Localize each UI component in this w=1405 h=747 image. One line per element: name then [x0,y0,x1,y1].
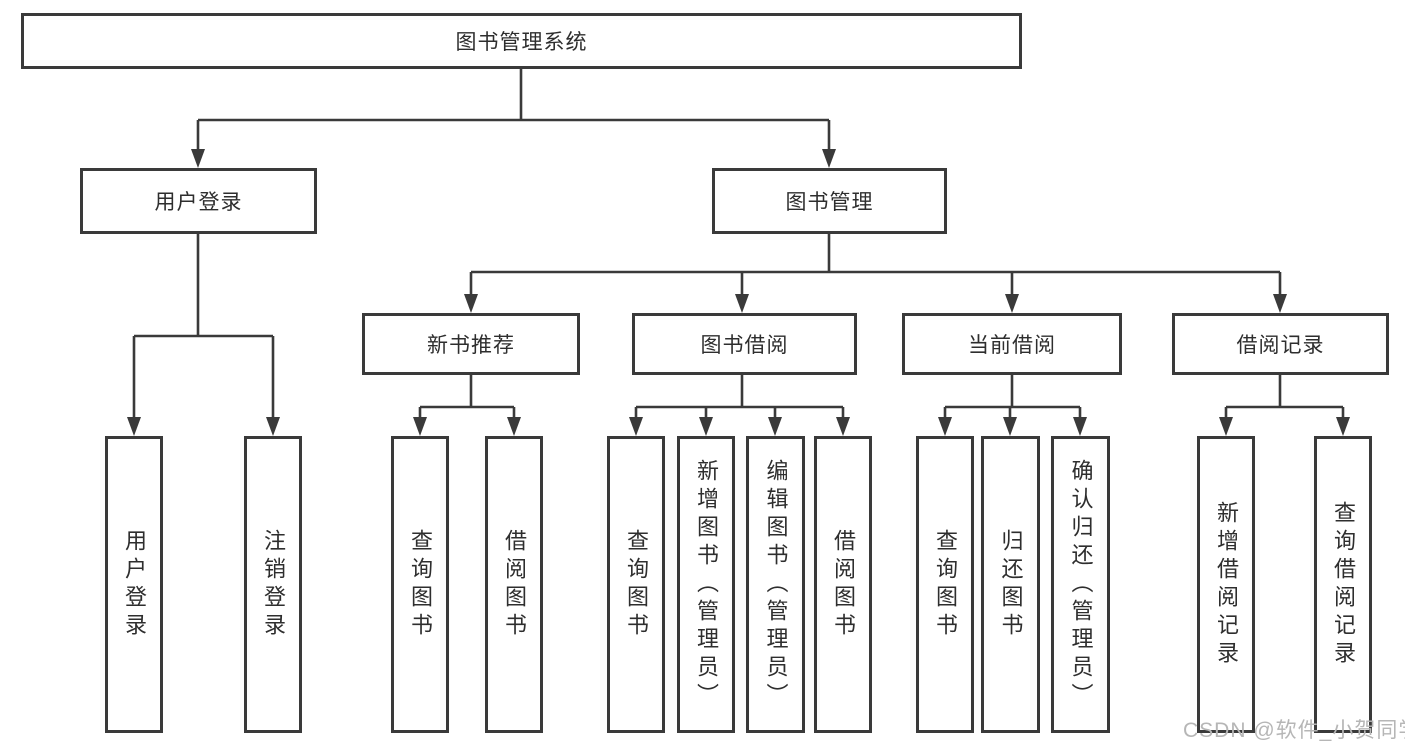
leaf-logout: 注销登录 [244,436,302,733]
node-new-book-recommendation: 新书推荐 [362,313,580,375]
leaf-query-books-recommend: 查询图书 [391,436,449,733]
connector-user-login-to-leaves [127,234,280,436]
leaf-confirm-return-admin: 确认归还（管理员） [1051,436,1110,733]
node-library-management-system: 图书管理系统 [21,13,1022,69]
leaf-user-login: 用户登录 [105,436,163,733]
connector-current-borrowing-to-leaves [938,375,1087,436]
leaf-borrow-books-recommend: 借阅图书 [485,436,543,733]
node-user-login: 用户登录 [80,168,317,234]
connector-book-management-to-level2 [464,234,1287,313]
leaf-query-books-current: 查询图书 [916,436,974,733]
csdn-watermark: CSDN @软件_小贺同学 [1183,719,1405,742]
node-book-borrowing: 图书借阅 [632,313,857,375]
node-book-management: 图书管理 [712,168,947,234]
connector-borrowing-records-to-leaves [1219,375,1350,436]
leaf-query-books-borrowing: 查询图书 [607,436,665,733]
leaf-return-books: 归还图书 [981,436,1040,733]
node-borrowing-records: 借阅记录 [1172,313,1389,375]
connector-new-books-to-leaves [413,375,521,436]
node-current-borrowing: 当前借阅 [902,313,1122,375]
leaf-query-borrow-record: 查询借阅记录 [1314,436,1372,733]
leaf-borrow-books: 借阅图书 [814,436,872,733]
leaf-add-borrow-record: 新增借阅记录 [1197,436,1255,733]
connector-book-borrowing-to-leaves [629,375,850,436]
leaf-edit-book-admin: 编辑图书（管理员） [746,436,805,733]
leaf-add-book-admin: 新增图书（管理员） [677,436,735,733]
connector-root-to-level1 [191,69,836,168]
